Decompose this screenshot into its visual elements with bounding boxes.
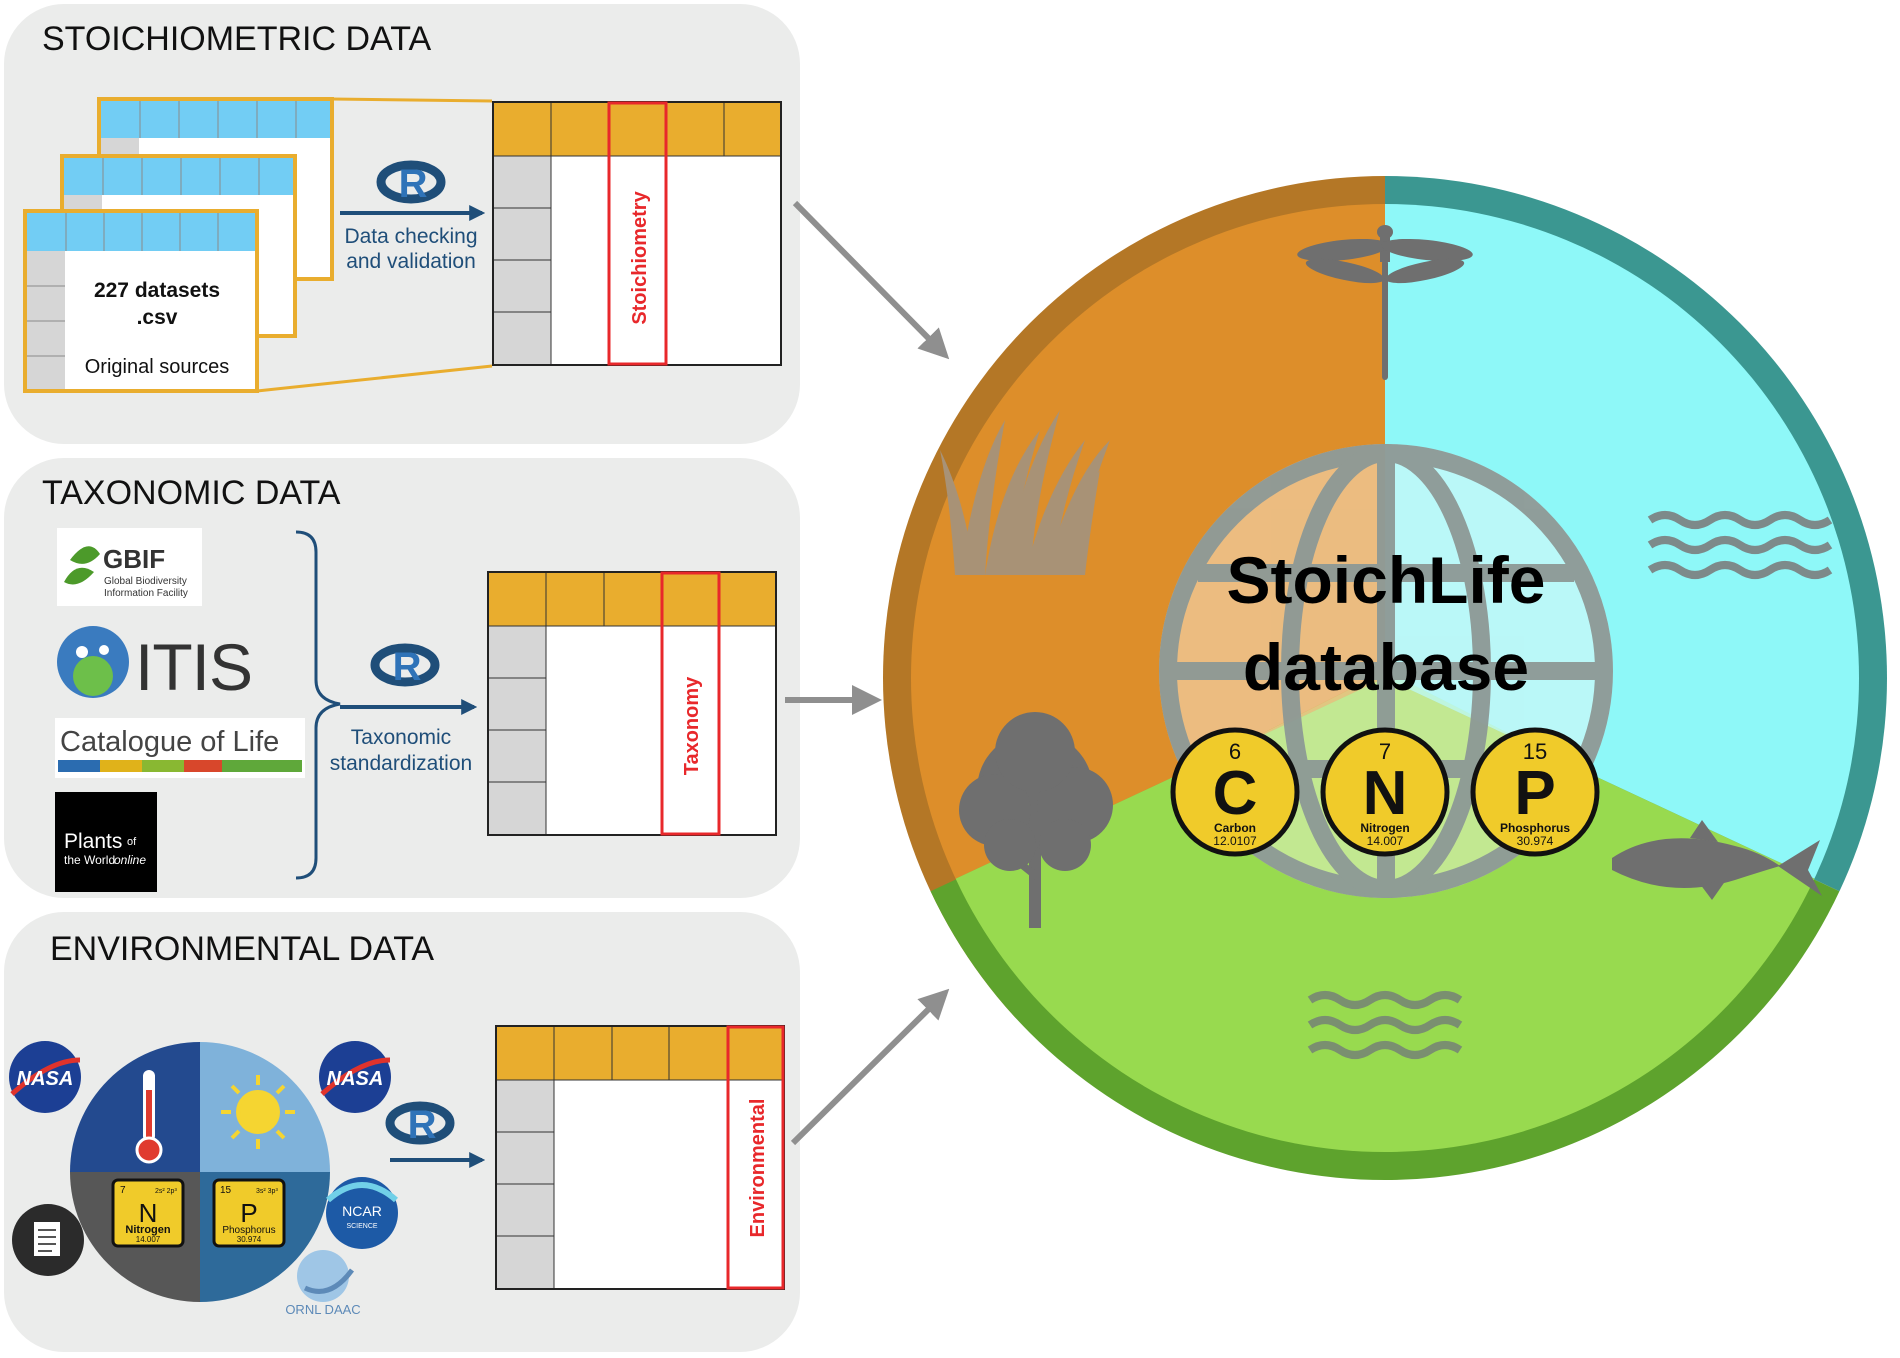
stoichiometric-title: STOICHIOMETRIC DATA	[42, 20, 431, 58]
ornl-daac-logo: ORNL DAAC	[285, 1250, 361, 1317]
waves-icon	[1647, 511, 1833, 579]
nitrogen-element-badge: 7 N Nitrogen 14.007	[1320, 727, 1450, 857]
tree-icon	[959, 712, 1113, 928]
r-logo-icon: R	[385, 1101, 455, 1147]
catalogue-of-life-logo: Catalogue of Life	[55, 718, 305, 778]
environmental-table: Environmental	[495, 1025, 785, 1290]
database-title-line-1: StoichLife	[1226, 543, 1545, 617]
step-label-line-1: Data checking	[344, 225, 477, 248]
fish-icon	[1612, 820, 1822, 900]
svg-text:NCAR: NCAR	[342, 1203, 382, 1219]
svg-text:online: online	[114, 853, 146, 867]
phosphorus-element-badge: 15 P Phosphorus 30.974	[1470, 727, 1600, 857]
svg-text:7: 7	[120, 1185, 126, 1196]
svg-text:3s² 3p³: 3s² 3p³	[256, 1188, 278, 1195]
stoichiometry-column-label: Stoichiometry	[629, 190, 651, 324]
svg-text:P: P	[1514, 759, 1555, 828]
svg-text:P: P	[240, 1198, 257, 1228]
marine-sector	[911, 678, 1859, 1152]
ncar-logo: NCAR SCIENCE	[326, 1177, 398, 1249]
svg-text:C: C	[1213, 759, 1258, 828]
svg-text:GBIF: GBIF	[103, 544, 165, 574]
grass-icon	[940, 410, 1110, 575]
nitrogen-element-icon: 7 2s² 2p³ N Nitrogen 14.007	[111, 1178, 185, 1248]
svg-text:Global Biodiversity: Global Biodiversity	[104, 576, 187, 587]
svg-text:15: 15	[1523, 739, 1547, 764]
svg-text:R: R	[399, 162, 428, 206]
svg-text:12.0107: 12.0107	[1213, 834, 1257, 848]
svg-text:Carbon: Carbon	[1214, 821, 1256, 835]
environmental-column-label: Environmental	[747, 1099, 769, 1238]
svg-text:the World: the World	[64, 853, 115, 867]
r-logo-icon: R	[376, 160, 446, 206]
stoichiometry-table: Stoichiometry	[492, 101, 782, 366]
svg-text:Phosphorus: Phosphorus	[1500, 821, 1570, 835]
taxonomic-title: TAXONOMIC DATA	[42, 474, 341, 512]
waves-icon	[1307, 991, 1463, 1059]
svg-text:R: R	[393, 645, 422, 689]
svg-text:SCIENCE: SCIENCE	[346, 1223, 377, 1230]
svg-text:Nitrogen: Nitrogen	[125, 1224, 171, 1236]
flow-arrow-stoichiometric	[792, 200, 950, 360]
svg-text:2s² 2p³: 2s² 2p³	[155, 1188, 177, 1195]
step-label-line-1: Taxonomic	[351, 726, 451, 749]
csv-file-front: 227 datasets .csv Original sources	[23, 209, 259, 393]
dragonfly-icon	[1297, 225, 1473, 380]
svg-text:Nitrogen: Nitrogen	[1360, 821, 1409, 835]
svg-text:6: 6	[1229, 739, 1241, 764]
svg-text:Information Facility: Information Facility	[104, 588, 188, 599]
file-count-label: 227 datasets	[94, 279, 220, 302]
taxonomy-column-label: Taxonomy	[681, 676, 703, 775]
svg-text:30.974: 30.974	[237, 1235, 262, 1244]
svg-text:N: N	[1363, 759, 1408, 828]
csv-file-stack: 227 datasets .csv Original sources	[23, 97, 334, 393]
environmental-title: ENVIRONMENTAL DATA	[50, 930, 434, 968]
nasa-logo: NASA	[9, 1041, 81, 1113]
plants-of-the-world-online-logo: Plants of the World online	[55, 792, 157, 892]
environmental-panel: ENVIRONMENTAL DATA	[4, 912, 800, 1352]
thermometer-icon	[135, 1070, 163, 1164]
document-icon	[12, 1204, 84, 1276]
itis-logo: ITIS	[57, 626, 253, 704]
r-logo-icon: R	[370, 643, 440, 689]
svg-text:R: R	[408, 1103, 437, 1147]
svg-text:7: 7	[1379, 739, 1391, 764]
file-extension-label: .csv	[137, 306, 178, 329]
svg-text:14.007: 14.007	[1367, 834, 1404, 848]
flow-arrow-environmental	[790, 988, 950, 1146]
svg-text:30.974: 30.974	[1517, 834, 1554, 848]
svg-text:Catalogue of Life: Catalogue of Life	[60, 726, 279, 758]
phosphorus-element-icon: 15 3s² 3p³ P Phosphorus 30.974	[212, 1178, 286, 1248]
step-label-line-2: standardization	[330, 752, 472, 775]
svg-text:Phosphorus: Phosphorus	[222, 1225, 275, 1236]
sun-icon	[221, 1075, 295, 1149]
taxonomy-table: Taxonomy	[487, 571, 777, 836]
svg-text:15: 15	[220, 1185, 232, 1196]
gbif-logo: GBIF Global Biodiversity Information Fac…	[57, 528, 202, 606]
nasa-logo: NASA	[319, 1041, 391, 1113]
svg-text:ITIS: ITIS	[135, 630, 252, 704]
database-title-line-2: database	[1243, 630, 1529, 704]
original-sources-label: Original sources	[85, 356, 230, 378]
sources-brace	[295, 530, 341, 880]
svg-text:of: of	[127, 836, 137, 848]
step-label-line-2: and validation	[346, 250, 476, 273]
zoom-line-bottom	[256, 364, 493, 393]
svg-text:NASA: NASA	[17, 1068, 74, 1090]
svg-text:14.007: 14.007	[136, 1235, 161, 1244]
taxonomic-panel: TAXONOMIC DATA GBIF Global Biodiversity …	[4, 458, 800, 898]
stoichiometric-panel: STOICHIOMETRIC DATA	[4, 4, 800, 444]
zoom-line-top	[331, 97, 493, 103]
svg-text:Plants: Plants	[64, 830, 122, 853]
carbon-element-badge: 6 C Carbon 12.0107	[1170, 727, 1300, 857]
environmental-variables-circle: 7 2s² 2p³ N Nitrogen 14.007 15 3s² 3p³ P…	[70, 1042, 330, 1302]
svg-text:N: N	[139, 1198, 158, 1228]
svg-text:ORNL DAAC: ORNL DAAC	[285, 1302, 360, 1317]
stoichlife-database-circle: StoichLife database 6 C Carbon 12.0107 7…	[883, 176, 1887, 1180]
svg-text:NASA: NASA	[327, 1068, 384, 1090]
